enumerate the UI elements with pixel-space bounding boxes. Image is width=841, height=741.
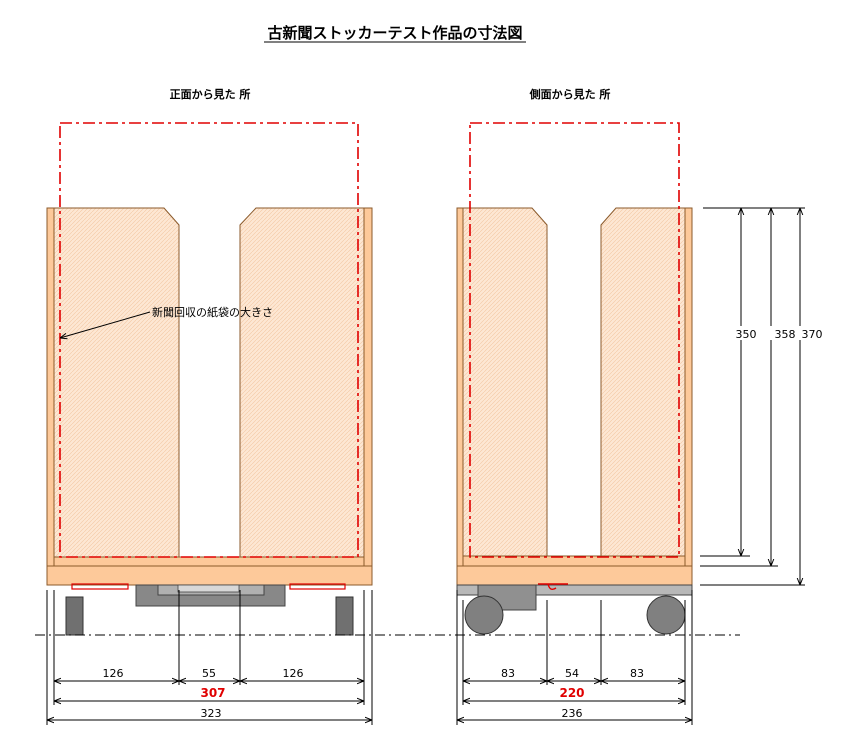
front-dimensions (46, 590, 373, 725)
front-view (46, 122, 373, 636)
side-paper-bag-outline (469, 122, 680, 558)
front-foot-right (335, 596, 354, 636)
side-wheel-right (646, 595, 686, 635)
front-hinge-right (289, 583, 346, 590)
front-dim-inner: 307 (200, 686, 225, 700)
height-dim-350: 350 (736, 328, 757, 341)
height-dim-370: 370 (802, 328, 823, 341)
front-paper-bag-outline (59, 122, 359, 558)
side-right-compartment (600, 207, 686, 557)
side-dimensions (456, 590, 693, 725)
front-dim-left: 126 (103, 667, 124, 680)
side-dim-middle: 54 (565, 667, 579, 680)
front-left-wall (46, 207, 55, 586)
front-foot-left (65, 596, 84, 636)
side-right-wall (684, 207, 693, 586)
paper-bag-annotation: 新聞回収の紙袋の大きさ (152, 305, 273, 319)
height-dimensions (700, 207, 805, 586)
front-center-inner (177, 584, 240, 593)
side-dim-right: 83 (630, 667, 644, 680)
side-dim-inner: 220 (559, 686, 584, 700)
front-dim-right: 126 (283, 667, 304, 680)
annotation-leader (60, 311, 151, 338)
side-view (456, 122, 693, 635)
front-right-compartment (239, 207, 365, 558)
side-dim-left: 83 (501, 667, 515, 680)
side-wheel-left (464, 595, 504, 635)
front-dim-outer: 323 (201, 707, 222, 720)
side-hinge-mark (538, 583, 568, 591)
front-hinge-left (71, 583, 129, 590)
side-left-compartment (462, 207, 548, 557)
front-left-compartment (53, 207, 180, 558)
front-right-wall (363, 207, 373, 586)
front-base-board (46, 565, 373, 586)
side-base-board (456, 565, 693, 586)
front-shelf-top (53, 556, 365, 567)
front-view-label: 正面から見た 所 (170, 87, 251, 101)
front-dim-middle: 55 (202, 667, 216, 680)
side-left-wall (456, 207, 464, 586)
drawing-title: 古新聞ストッカーテスト作品の寸法図 (267, 24, 522, 42)
side-view-label: 側面から見た 所 (529, 87, 611, 101)
side-dim-outer: 236 (562, 707, 583, 720)
height-dim-358: 358 (775, 328, 796, 341)
